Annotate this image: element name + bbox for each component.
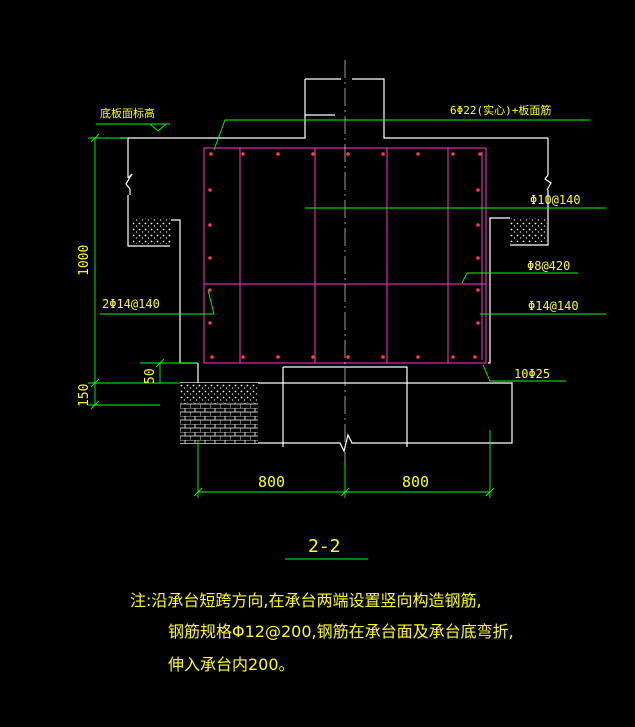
side-bars-label: Φ14@140 — [528, 299, 579, 313]
rebar-dot — [208, 256, 212, 260]
rebar-dot — [208, 321, 212, 325]
note-block: 注:沿承台短跨方向,在承台两端设置竖向构造钢筋, 钢筋规格Φ12@200,钢筋在… — [130, 591, 514, 674]
concrete-outline — [120, 78, 552, 453]
dim-50: 50 — [143, 368, 158, 384]
rebar-dot — [478, 152, 482, 156]
rebar-dot — [476, 256, 480, 260]
rebar-dot — [476, 288, 480, 292]
rebar-dot — [451, 355, 455, 359]
rebar-dot — [208, 223, 212, 227]
bottom-bars-label: 10Φ25 — [514, 367, 550, 381]
rebar-dot — [473, 355, 477, 359]
rebar-dot — [276, 355, 280, 359]
rebar-dot — [381, 355, 385, 359]
rebar-dot — [346, 355, 350, 359]
dimension-lines — [88, 119, 606, 560]
rebar-dot — [416, 355, 420, 359]
rebar-dot — [346, 152, 350, 156]
dim-150: 150 — [77, 384, 92, 407]
rebar-dot — [311, 355, 315, 359]
text-layer: 底板面标高 6Φ22(实心)+板面筋 Φ10@140 Φ8@420 Φ14@14… — [100, 103, 581, 381]
dim-800-left: 800 — [258, 473, 285, 491]
rebar-dot — [241, 355, 245, 359]
soil-hatch-left — [133, 218, 171, 244]
rebar-dot — [381, 152, 385, 156]
gravel-cushion — [180, 383, 258, 403]
note-line-1: 注:沿承台短跨方向,在承台两端设置竖向构造钢筋, — [130, 591, 482, 610]
note-line-3: 伸入承台内200。 — [168, 655, 295, 674]
rebar-dot — [208, 188, 212, 192]
note-line-2: 钢筋规格Φ12@200,钢筋在承台面及承台底弯折, — [168, 622, 514, 641]
dim-1000: 1000 — [77, 245, 92, 276]
rebar-dot — [241, 152, 245, 156]
rebar-dot — [311, 152, 315, 156]
rebar-dot — [451, 152, 455, 156]
rebar-dot — [276, 152, 280, 156]
rebar-dot — [209, 152, 213, 156]
soil-hatch-right — [510, 218, 547, 242]
rebar-dot — [476, 188, 480, 192]
rebar-dot — [416, 152, 420, 156]
brick-pad — [180, 403, 258, 443]
rebar-dot — [208, 288, 212, 292]
stirrup-label: Φ10@140 — [530, 193, 581, 207]
rebar-dot — [476, 321, 480, 325]
dimension-text: 1000 150 50 800 800 — [77, 245, 429, 491]
tie-label: Φ8@420 — [527, 259, 570, 273]
top-bars-label: 6Φ22(实心)+板面筋 — [450, 103, 551, 117]
side-bars-left-label: 2Φ14@140 — [102, 297, 160, 311]
rebar-dot — [476, 223, 480, 227]
dim-800-right: 800 — [402, 473, 429, 491]
slab-top-label: 底板面标高 — [100, 106, 155, 120]
rebar-dot — [210, 355, 214, 359]
rebar-section-dots — [208, 152, 482, 359]
section-title: 2-2 — [308, 536, 341, 557]
